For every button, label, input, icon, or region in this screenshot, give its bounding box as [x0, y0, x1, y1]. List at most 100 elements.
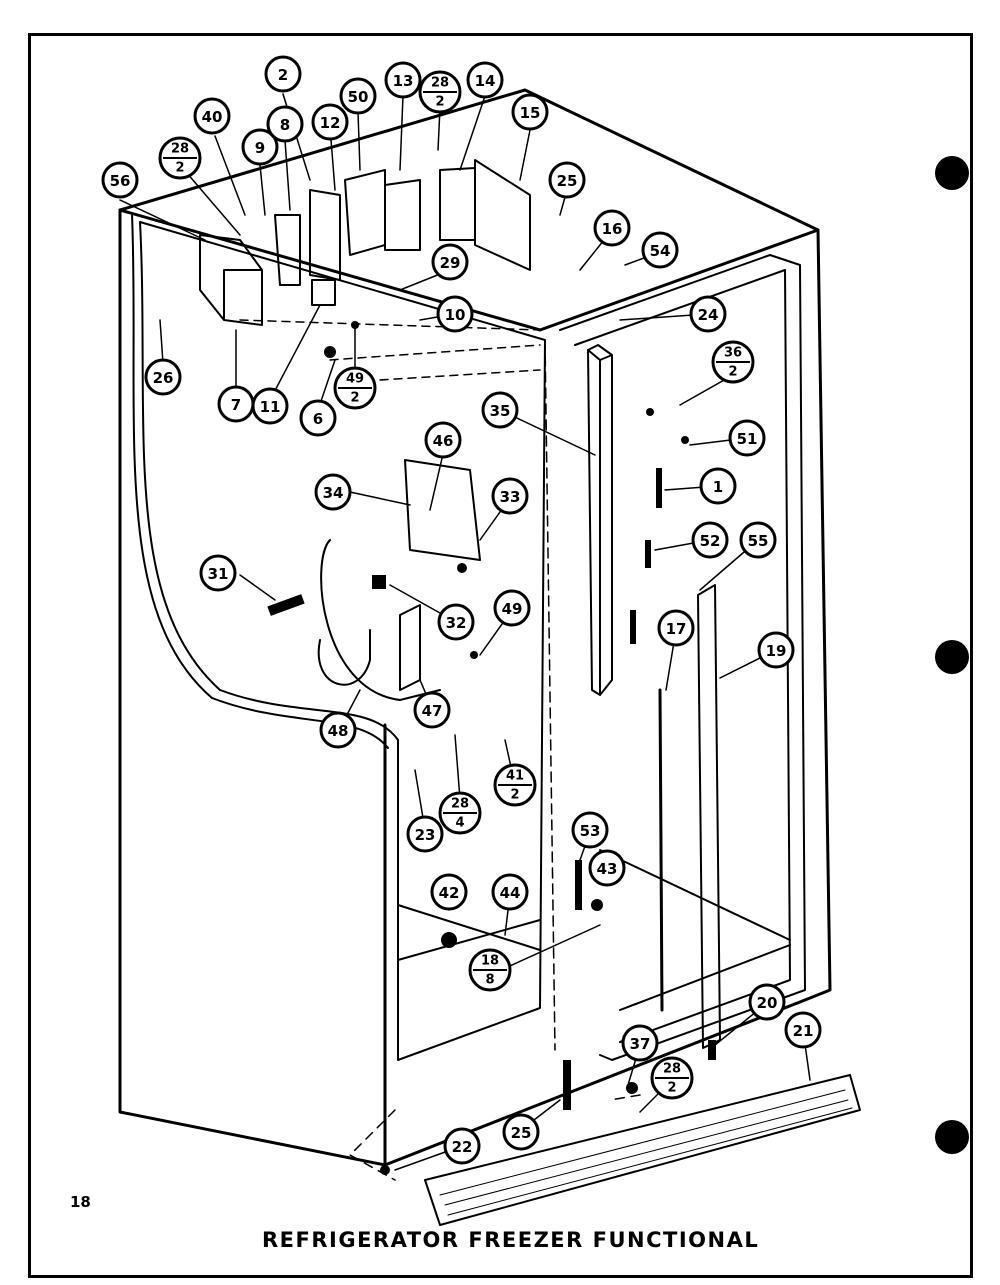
callout-25-bottom: 25 — [502, 1113, 540, 1151]
part-48-tube — [317, 629, 371, 686]
right-compartment-inner — [574, 269, 791, 1043]
callout-number: 21 — [793, 1022, 814, 1040]
callout-number: 25 — [557, 172, 578, 190]
callout-circle — [689, 295, 727, 333]
diagram-title: REFRIGERATOR FREEZER FUNCTIONAL — [262, 1228, 760, 1252]
callout-circle — [430, 873, 468, 911]
callout-quantity: 4 — [455, 816, 464, 831]
callout-circle — [511, 93, 549, 131]
callout-circle — [251, 387, 289, 425]
callout-29: 29 — [431, 243, 469, 281]
callout-25-top: 25 — [548, 161, 586, 199]
part-42-mark — [441, 932, 457, 948]
control-box — [199, 234, 263, 326]
callout-number: 13 — [393, 72, 414, 90]
callout-circle — [491, 477, 529, 515]
callout-number: 7 — [231, 396, 241, 414]
callout-19: 19 — [757, 631, 795, 669]
callout-circle — [199, 554, 237, 592]
liner-outline-inner — [131, 213, 389, 749]
part-49-mark — [351, 321, 359, 329]
part-37-mark — [626, 1082, 638, 1094]
heater-17 — [658, 688, 664, 1012]
part-43-mark — [591, 899, 603, 911]
part-20-mark — [708, 1040, 716, 1060]
callout-31: 31 — [199, 554, 237, 592]
callout-number: 29 — [440, 254, 461, 272]
part-47-plate — [399, 604, 421, 691]
kick-plate-grille — [439, 1089, 853, 1216]
callout-number: 47 — [422, 702, 443, 720]
callout-quantity: 2 — [667, 1081, 676, 1096]
callout-circle — [691, 521, 729, 559]
callout-51: 51 — [728, 419, 766, 457]
callout-number: 49 — [502, 600, 523, 618]
callout-number: 19 — [766, 642, 787, 660]
callout-circle — [481, 391, 519, 429]
callout-22: 22 — [443, 1127, 481, 1165]
callout-number: 43 — [597, 860, 618, 878]
callout-11: 11 — [251, 387, 289, 425]
callout-number: 12 — [320, 114, 341, 132]
callout-quantity: 2 — [350, 391, 359, 406]
callout-number: 11 — [260, 398, 281, 416]
callout-number: 9 — [255, 139, 265, 157]
callout-number: 50 — [348, 88, 369, 106]
callout-number: 36 — [724, 346, 742, 361]
callout-circle — [319, 711, 357, 749]
callout-28-2-left: 282 — [158, 136, 202, 180]
part-55-mark — [630, 610, 636, 644]
evap-cover — [320, 539, 441, 701]
callout-number: 26 — [153, 369, 174, 387]
callout-circle — [491, 873, 529, 911]
callout-number: 6 — [313, 410, 323, 428]
callout-number: 37 — [630, 1035, 651, 1053]
callout-circle — [657, 609, 695, 647]
page-number: 18 — [70, 1193, 91, 1211]
evap-bracket — [404, 459, 481, 561]
callout-49: 49 — [493, 589, 531, 627]
callout-18-8: 188 — [468, 948, 512, 992]
callout-number: 8 — [280, 116, 290, 134]
callout-49-2: 492 — [333, 366, 377, 410]
cabinet-left-edge — [118, 208, 387, 1167]
callout-quantity: 8 — [485, 973, 494, 988]
callout-circle — [266, 105, 304, 143]
callout-46: 46 — [424, 421, 462, 459]
part-51-mark — [681, 436, 689, 444]
callout-number: 52 — [700, 532, 721, 550]
binder-hole-top — [935, 156, 969, 190]
callout-circle — [784, 1011, 822, 1049]
callout-number: 35 — [490, 402, 511, 420]
callout-quantity: 2 — [175, 161, 184, 176]
callout-number: 28 — [171, 142, 189, 157]
callout-number: 17 — [666, 620, 687, 638]
callout-34: 34 — [314, 473, 352, 511]
callout-number: 40 — [202, 108, 223, 126]
callout-circle — [699, 467, 737, 505]
callout-17: 17 — [657, 609, 695, 647]
callout-56: 56 — [101, 161, 139, 199]
callout-number: 32 — [446, 614, 467, 632]
callout-circle — [502, 1113, 540, 1151]
callout-circle — [424, 421, 462, 459]
drawing-sheet — [28, 33, 973, 1278]
callout-circle — [384, 61, 422, 99]
callout-number: 25 — [511, 1124, 532, 1142]
callout-53: 53 — [571, 811, 609, 849]
binder-hole-middle — [935, 640, 969, 674]
liner-outline — [139, 221, 546, 1061]
callout-number: 41 — [506, 769, 524, 784]
callout-54: 54 — [641, 231, 679, 269]
callout-number: 10 — [445, 306, 466, 324]
callout-41-2: 412 — [493, 763, 537, 807]
part-22-mark — [380, 1165, 390, 1175]
part-53-mark — [575, 860, 582, 910]
callout-number: 31 — [208, 565, 229, 583]
mullion-channel — [587, 344, 613, 696]
callout-14: 14 — [466, 61, 504, 99]
callout-12: 12 — [311, 103, 349, 141]
callout-28-4: 284 — [438, 791, 482, 835]
callout-circle — [443, 1127, 481, 1165]
